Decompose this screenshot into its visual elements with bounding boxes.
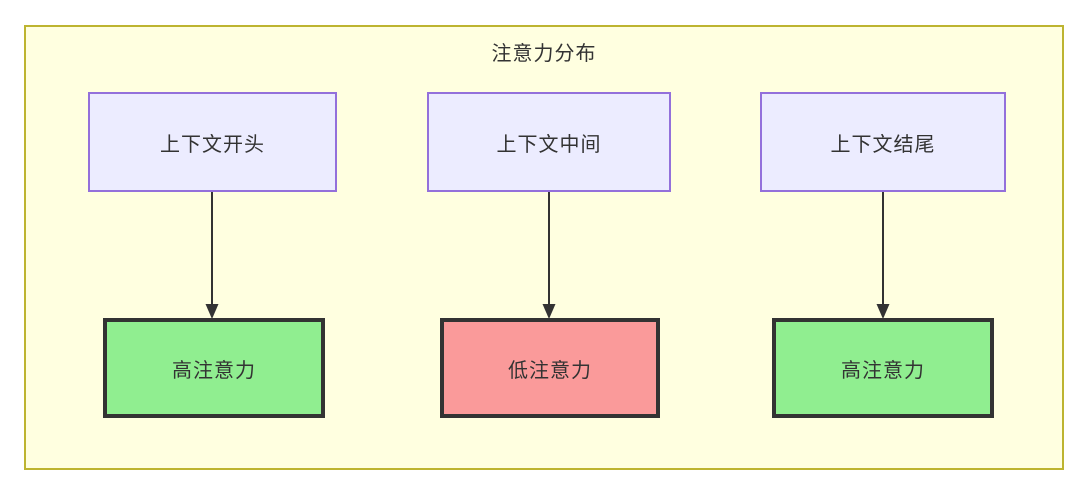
node-label: 上下文中间 (496, 133, 602, 156)
node-label: 高注意力 (172, 359, 256, 382)
node-high-attention-end[interactable]: 高注意力 (772, 318, 994, 418)
arrow-down-icon (542, 192, 556, 319)
node-context-middle[interactable]: 上下文中间 (427, 92, 671, 192)
node-label: 上下文开头 (160, 133, 265, 156)
edge-context-middle-to-low-attention (542, 192, 556, 320)
node-high-attention-start[interactable]: 高注意力 (103, 318, 325, 418)
node-context-start[interactable]: 上下文开头 (88, 92, 337, 192)
node-low-attention-middle[interactable]: 低注意力 (440, 318, 660, 418)
node-context-end[interactable]: 上下文结尾 (760, 92, 1006, 192)
edge-context-start-to-high-attention (205, 192, 219, 320)
node-label: 上下文结尾 (830, 133, 936, 156)
arrow-down-icon (876, 192, 890, 319)
subgraph-title: 注意力分布 (491, 43, 597, 65)
node-label: 低注意力 (508, 359, 592, 382)
arrow-down-icon (205, 192, 219, 319)
edge-context-end-to-high-attention (876, 192, 890, 320)
node-label: 高注意力 (841, 359, 925, 382)
